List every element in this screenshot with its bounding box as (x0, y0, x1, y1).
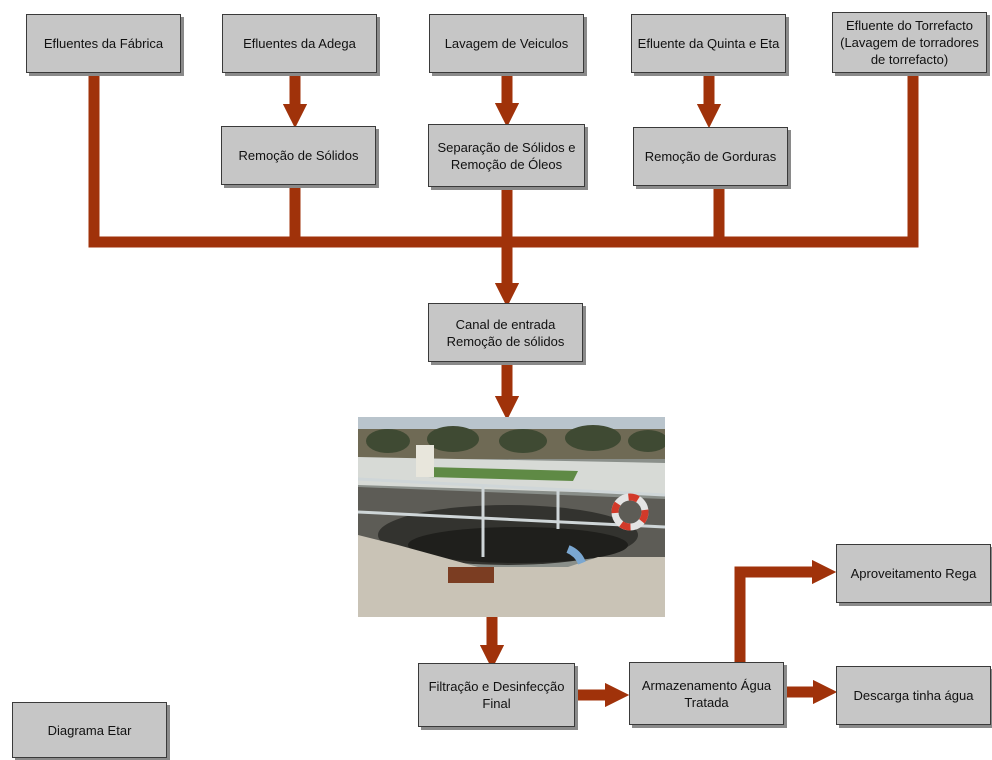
source-fabrica: Efluentes da Fábrica (26, 14, 181, 73)
tank-photo (358, 417, 665, 617)
irrigation-box: Aproveitamento Rega (836, 544, 991, 603)
diagram-caption: Diagrama Etar (12, 702, 167, 758)
inlet-channel: Canal de entrada Remoção de sólidos (428, 303, 583, 362)
source-veiculos: Lavagem de Veiculos (429, 14, 584, 73)
pretreatment-quinta: Remoção de Gorduras (633, 127, 788, 186)
arrow-to-irrigation (734, 559, 837, 666)
pretreatment-adega: Remoção de Sólidos (221, 126, 376, 185)
filtration-box: Filtração e Desinfecção Final (418, 663, 575, 727)
discharge-box: Descarga tinha água (836, 666, 991, 725)
source-adega: Efluentes da Adega (222, 14, 377, 73)
source-quinta: Efluente da Quinta e Eta (631, 14, 786, 73)
source-torrefacto: Efluente do Torrefacto (Lavagem de torra… (832, 12, 987, 73)
storage-box: Armazenamento Água Tratada (629, 662, 784, 725)
tank-photo-drawing (358, 417, 665, 617)
pretreatment-veiculos: Separação de Sólidos e Remoção de Óleos (428, 124, 585, 187)
